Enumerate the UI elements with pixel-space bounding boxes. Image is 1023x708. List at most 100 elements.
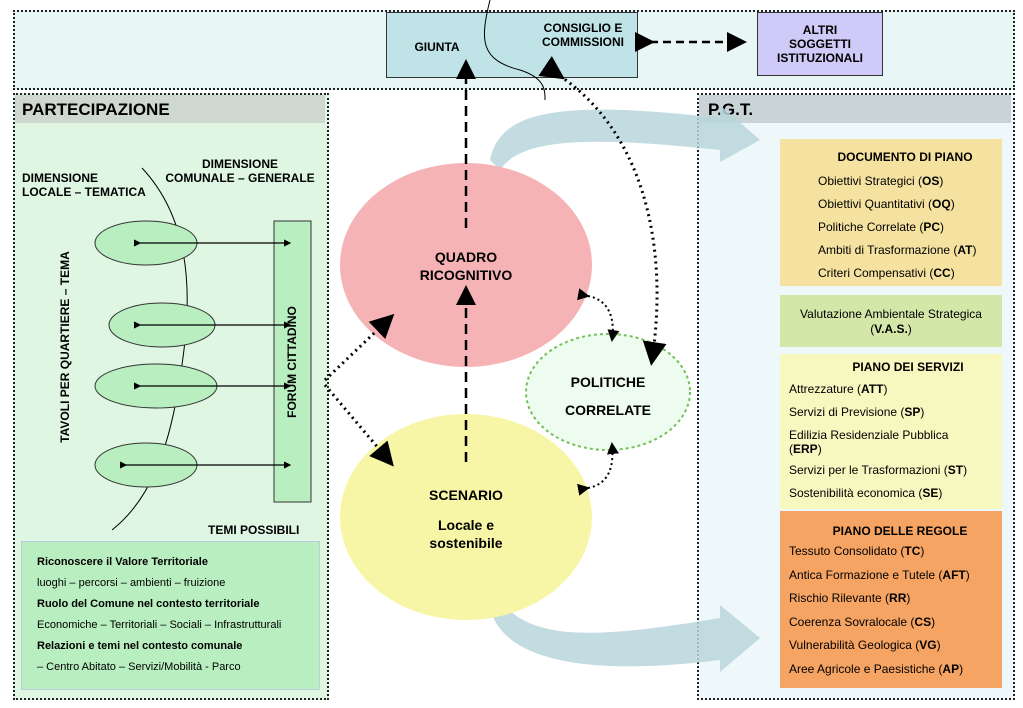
list-item-suffix: ) [906, 591, 911, 606]
list-item-suffix: ) [972, 243, 977, 257]
list-item-suffix: ) [950, 266, 955, 280]
piano-regole-box [780, 511, 1002, 688]
regole-list: Tessuto Consolidato (TC)Antica Formazion… [789, 544, 970, 686]
list-item-text: Edilizia Residenziale Pubblica [789, 428, 949, 442]
list-item: Servizi per le Trasformazioni (ST) [789, 463, 999, 486]
temi-item: Economiche – Territoriali – Sociali – In… [37, 619, 282, 631]
list-item-suffix: ) [959, 661, 964, 676]
list-item: Aree Agricole e Paesistiche (AP) [789, 662, 970, 686]
list-item-text: Coerenza Sovralocale ( [789, 614, 915, 629]
list-item-suffix: ) [938, 486, 943, 500]
list-item-code: AT [957, 243, 973, 257]
list-item-code: OS [922, 174, 940, 188]
piano-regole-title: PIANO DELLE REGOLE [832, 524, 968, 538]
temi-box [21, 541, 320, 690]
pgt-title: P.G.T. [708, 100, 754, 119]
list-item-text: Attrezzature ( [789, 382, 862, 396]
temi-possibili-label: TEMI POSSIBILI [208, 523, 300, 537]
list-item-text: Ambiti di Trasformazione ( [818, 243, 958, 257]
list-item-text: Obiettivi Quantitativi ( [818, 197, 933, 211]
servizi-list: Attrezzature (ATT)Servizi di Previsione … [789, 382, 999, 509]
list-item-suffix: ) [817, 442, 822, 456]
altri-soggetti-box [757, 12, 883, 76]
forum-cittadino-label: FORUM CITTADINO [285, 306, 299, 418]
list-item-code: ST [947, 463, 964, 477]
documento-list: Obiettivi Strategici (OS)Obiettivi Quant… [818, 174, 977, 289]
list-item-code: AFT [942, 567, 966, 582]
list-item-code: ERP [793, 442, 818, 456]
list-item-code: TC [904, 544, 921, 558]
list-item: Vulnerabilità Geologica (VG) [789, 638, 970, 662]
temi-item: luoghi – percorsi – ambienti – fruizione [37, 577, 226, 589]
temi-item: – Centro Abitato – Servizi/Mobilità - Pa… [37, 661, 241, 673]
list-item-text: Aree Agricole e Paesistiche ( [789, 661, 943, 676]
piano-servizi-title: PIANO DEI SERVIZI [852, 360, 964, 374]
temi-list: Riconoscere il Valore Territoriale luoghi… [37, 555, 317, 681]
list-item-suffix: ) [963, 463, 968, 477]
list-item-text: Criteri Compensativi ( [818, 266, 934, 280]
list-item-code: ATT [861, 382, 884, 396]
list-item-suffix: ) [950, 197, 955, 211]
list-item-text: Obiettivi Strategici ( [818, 174, 923, 188]
list-item: Politiche Correlate (PC) [818, 220, 977, 243]
documento-di-piano-title: DOCUMENTO DI PIANO [837, 150, 973, 164]
list-item-line2: (ERP) [789, 442, 999, 456]
flow-arrow-top [490, 105, 760, 170]
temi-item: Riconoscere il Valore Territoriale [37, 556, 208, 568]
list-item: Rischio Rilevante (RR) [789, 591, 970, 615]
list-item-suffix: ) [965, 567, 970, 582]
list-item: Edilizia Residenziale Pubblica(ERP) [789, 428, 999, 463]
list-item-prefix: ( [789, 442, 793, 456]
list-item-code: RR [889, 591, 907, 606]
list-item: Criteri Compensativi (CC) [818, 266, 977, 289]
list-item-text: Servizi di Previsione ( [789, 405, 905, 419]
quadro-ricognitivo-ellipse [340, 163, 592, 367]
top-thin-curve [484, 0, 546, 101]
list-item-suffix: ) [936, 638, 941, 653]
forum-cittadino-rect [273, 220, 312, 503]
piano-servizi-box [780, 354, 1002, 509]
list-item-code: SP [904, 405, 921, 419]
list-item-code: VG [919, 638, 937, 653]
tavoli-label: TAVOLI PER QUARTIERE – TEMA [58, 251, 72, 443]
list-item: Sostenibilità economica (SE) [789, 486, 999, 509]
temi-item: Ruolo del Comune nel contesto territoria… [37, 598, 260, 610]
list-item-suffix: ) [939, 174, 944, 188]
partecipazione-title: PARTECIPAZIONE [22, 100, 170, 119]
list-item-code: SE [922, 486, 939, 500]
documento-di-piano-box [780, 139, 1002, 286]
list-item-text: Rischio Rilevante ( [789, 591, 890, 606]
list-item-text: Vulnerabilità Geologica ( [789, 638, 920, 653]
list-item-text: Sostenibilità economica ( [789, 486, 923, 500]
list-item-code: OQ [932, 197, 951, 211]
list-item-suffix: ) [883, 382, 888, 396]
list-item: Servizi di Previsione (SP) [789, 405, 999, 428]
list-item-text: Politiche Correlate ( [818, 220, 924, 234]
list-item: Obiettivi Strategici (OS) [818, 174, 977, 197]
list-item-suffix: ) [920, 544, 925, 558]
list-item-text: Servizi per le Trasformazioni ( [789, 463, 948, 477]
list-item-code: AP [942, 661, 960, 676]
vas-box [780, 295, 1002, 347]
list-item-suffix: ) [920, 405, 925, 419]
pgt-header [699, 95, 1011, 123]
list-item: Attrezzature (ATT) [789, 382, 999, 405]
scenario-label: SCENARIO [429, 487, 503, 503]
list-item-suffix: ) [931, 614, 936, 629]
list-item-text: Tessuto Consolidato ( [789, 544, 905, 558]
list-item: Tessuto Consolidato (TC) [789, 544, 970, 568]
list-item-code: CC [933, 266, 951, 280]
list-item: Antica Formazione e Tutele (AFT) [789, 568, 970, 592]
list-item-suffix: ) [940, 220, 945, 234]
partecipazione-header [15, 95, 325, 123]
temi-item: Relazioni e temi nel contesto comunale [37, 640, 243, 652]
vas-label: Valutazione Ambientale Strategica (V.A.S… [800, 307, 982, 336]
list-item: Obiettivi Quantitativi (OQ) [818, 197, 977, 220]
